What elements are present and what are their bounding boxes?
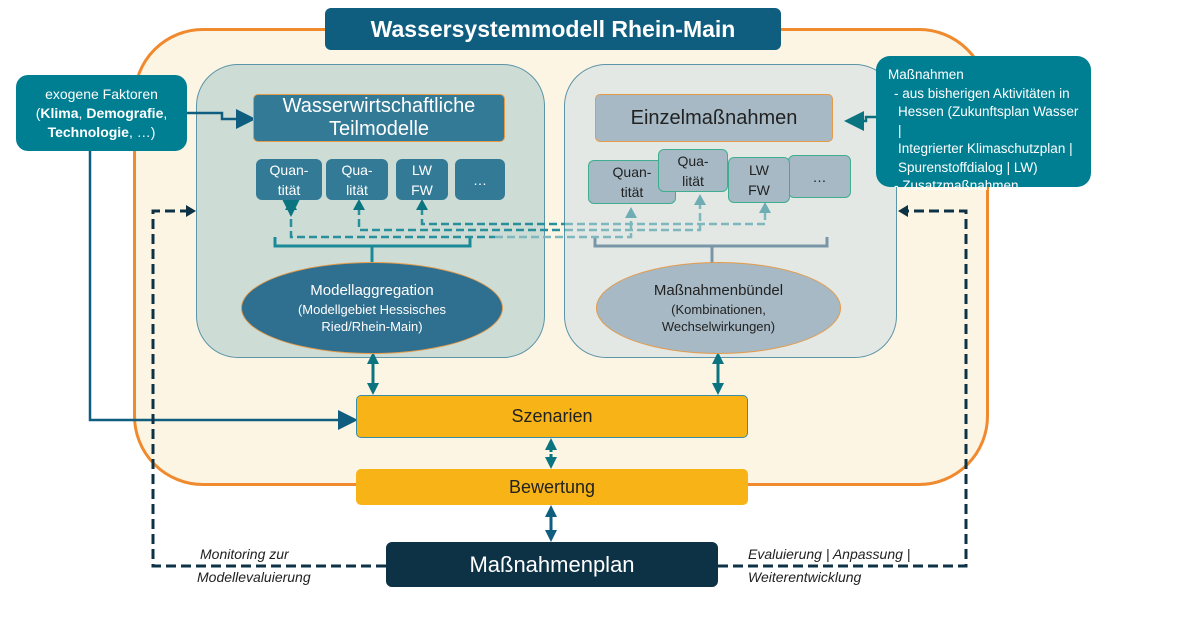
- diagram-title: Wassersystemmodell Rhein-Main: [325, 8, 781, 50]
- exogenous-factors-box: exogene Faktoren (Klima, Demografie, Tec…: [16, 75, 187, 151]
- quality-link: [357, 207, 565, 232]
- exogenous-title: exogene Faktoren: [45, 85, 158, 102]
- lwfw-link-right: [565, 212, 767, 226]
- monitoring-note: Monitoring zur Modellevaluierung: [197, 546, 311, 585]
- arrowhead-icon: [416, 199, 428, 210]
- exogenous-factors-list: (Klima, Demografie,: [35, 104, 168, 121]
- arrowhead-icon: [186, 205, 196, 217]
- measures-source-box: Maßnahmen - aus bisherigen Aktivitäten i…: [876, 56, 1091, 193]
- submodel-more: …: [455, 159, 505, 200]
- measures-to-single-arrow: [844, 111, 876, 131]
- measure-more: …: [788, 155, 851, 198]
- measures-line: Hessen (Zukunftsplan Wasser |: [898, 104, 1079, 138]
- model-aggregation-ellipse: Modellaggregation (Modellgebiet Hessisch…: [241, 262, 503, 354]
- arrowhead-icon: [694, 194, 706, 205]
- measures-line: - Zusatzmaßnahmen: [894, 178, 1019, 193]
- measure-quality: Qua-lität: [658, 149, 728, 192]
- measure-bundle-ellipse: Maßnahmenbündel (Kombinationen, Wechselw…: [596, 262, 841, 354]
- exogenous-factors-list-2: Technologie, …): [47, 123, 156, 140]
- measures-source-title: Maßnahmen: [888, 67, 964, 82]
- evaluation-note: Evaluierung | Anpassung | Weiterentwickl…: [748, 546, 911, 585]
- lwfw-link: [420, 207, 565, 226]
- evaluation-loop: [718, 209, 968, 568]
- scenarios-box: Szenarien: [356, 395, 748, 438]
- measures-plan-box: Maßnahmenplan: [386, 542, 718, 587]
- sub-models-header: Wasserwirtschaftliche Teilmodelle: [253, 94, 505, 142]
- evaluation-box: Bewertung: [356, 469, 748, 505]
- monitoring-loop: [151, 209, 386, 568]
- single-measures-header: Einzelmaßnahmen: [595, 94, 833, 142]
- arrowhead-icon: [759, 202, 771, 213]
- quantity-link: [281, 197, 495, 239]
- measures-line: Spurenstoffdialog | LW): [898, 159, 1038, 175]
- exo-to-scenarios-arrow: [88, 151, 358, 430]
- left-brace: [273, 237, 472, 264]
- exo-to-submodels-arrow: [187, 109, 256, 129]
- arrowhead-icon: [625, 207, 637, 218]
- quantity-link-right: [495, 217, 633, 239]
- right-brace: [593, 237, 829, 264]
- measures-line: Integrierter Klimaschutzplan |: [898, 141, 1073, 156]
- arrowhead-icon: [285, 199, 297, 210]
- arrowhead-icon: [898, 205, 908, 217]
- arrowhead-icon: [353, 199, 365, 210]
- measures-line: - aus bisherigen Aktivitäten in: [894, 85, 1070, 101]
- quality-link-right: [565, 204, 702, 232]
- submodel-quality: Qua-lität: [326, 159, 388, 200]
- submodel-quantity: Quan-tität: [256, 159, 322, 200]
